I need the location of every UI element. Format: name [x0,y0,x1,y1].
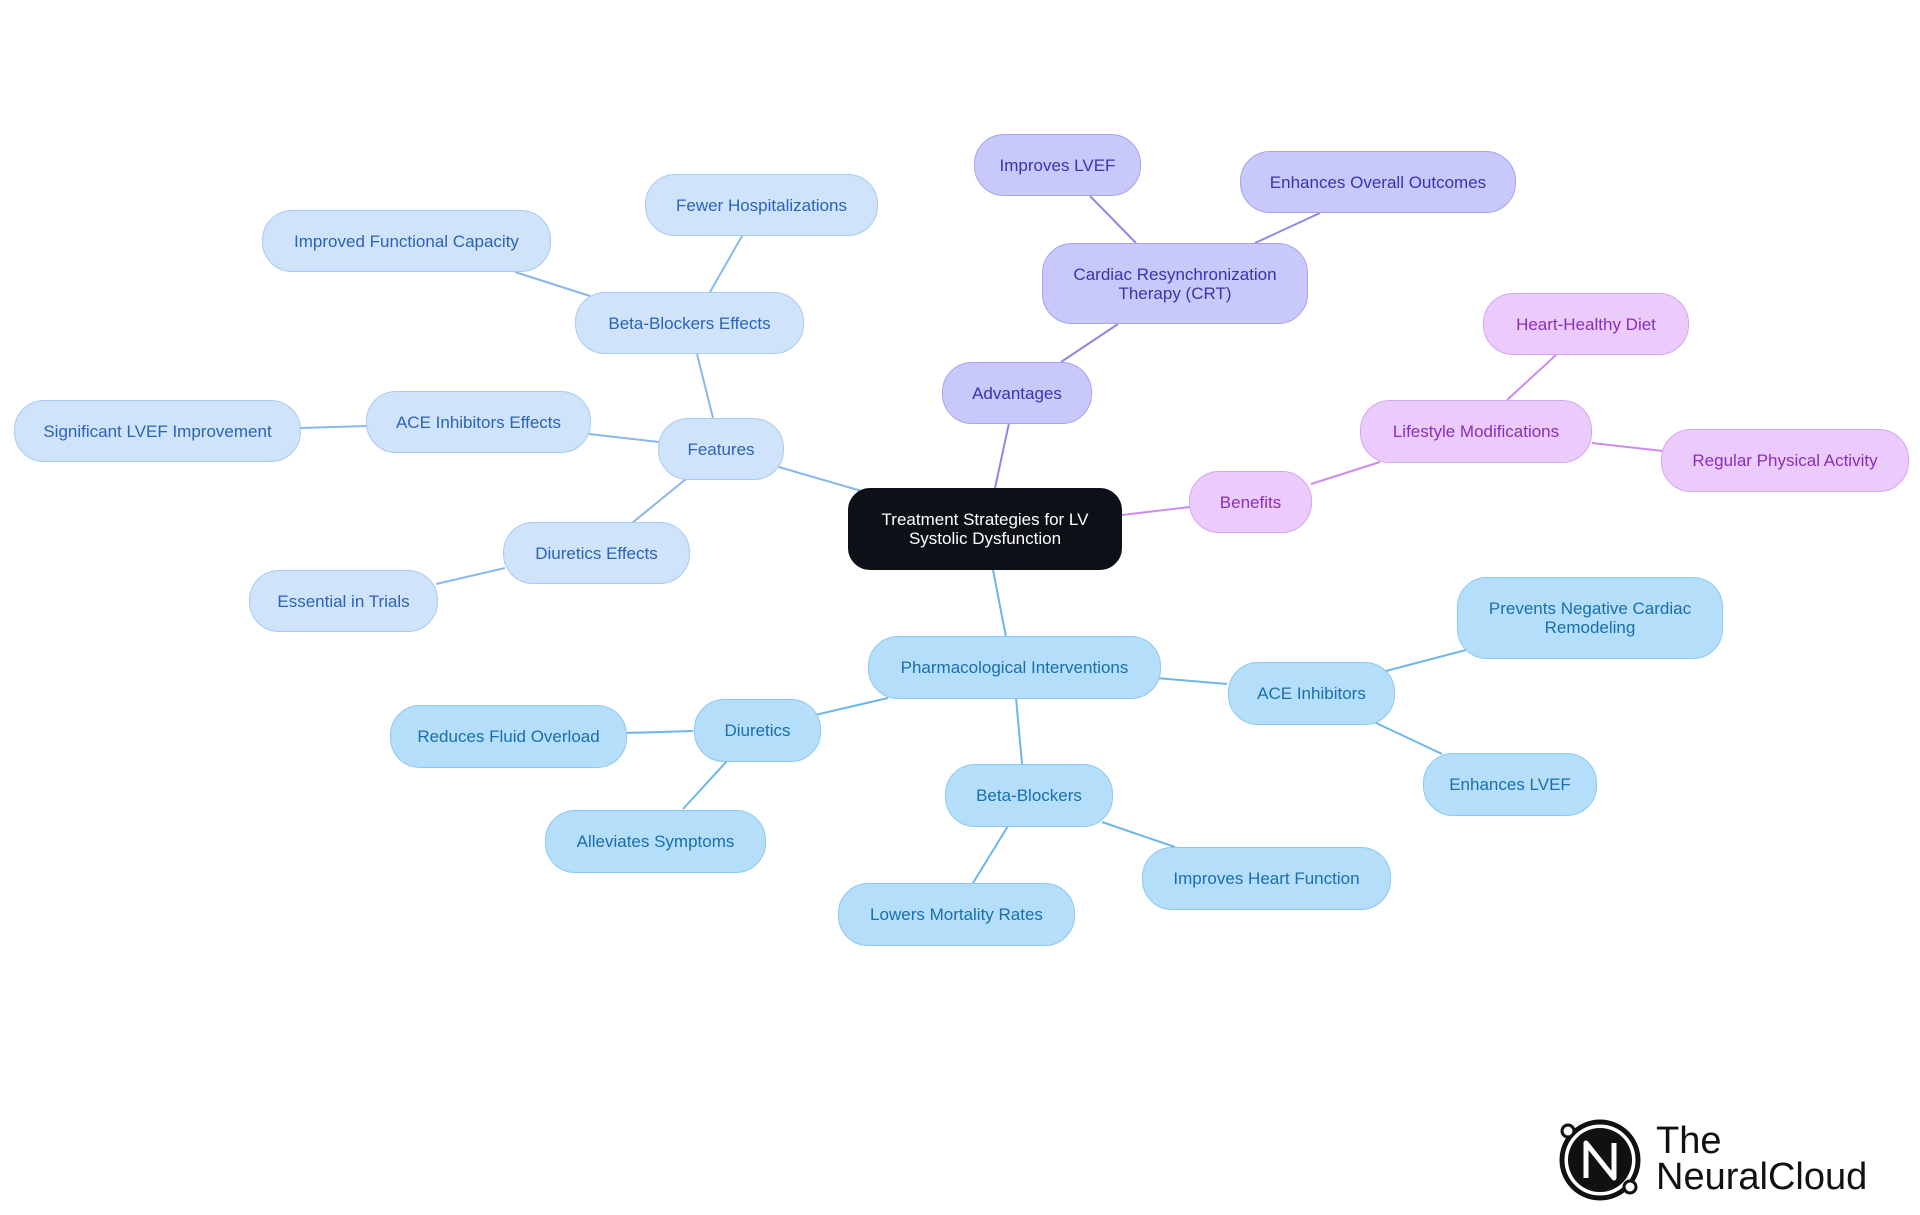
node-improves-heart-function-label: Improves Heart Function [1173,869,1360,888]
node-prevents-negative-cardiac-remodeling-label: Prevents Negative Cardiac Remodeling [1488,599,1692,637]
edge-lifestyle-diet [1506,354,1557,401]
node-heart-healthy-diet-label: Heart-Healthy Diet [1516,314,1656,334]
edge-crt-enhances-outcomes [1254,212,1321,244]
node-significant-lvef-improvement[interactable]: Significant LVEF Improvement [14,400,301,462]
node-fewer-hospitalizations[interactable]: Fewer Hospitalizations [645,174,878,236]
node-diuretics-label: Diuretics [724,721,791,740]
node-significant-lvef-improvement-label: Significant LVEF Improvement [43,421,272,441]
node-lowers-mortality-rates[interactable]: Lowers Mortality Rates [838,883,1075,946]
edge-beta-lowers-mortality [972,825,1009,884]
node-diuretics-effects[interactable]: Diuretics Effects [503,522,690,584]
node-fewer-hospitalizations-label: Fewer Hospitalizations [675,195,847,215]
node-lifestyle-modifications-label: Lifestyle Modifications [1392,422,1560,441]
edge-advantages-crt [1060,323,1119,363]
edge-beta-effects-improved-capacity [514,271,591,297]
edge-ace-effects-significant-lvef [299,425,368,429]
node-beta-blockers-effects-label: Beta-Blockers Effects [608,313,771,333]
edge-beta-improves-heart [1101,821,1176,848]
node-regular-physical-activity-label: Regular Physical Activity [1692,451,1878,470]
node-pharmacological-interventions[interactable]: Pharmacological Interventions [868,636,1161,699]
root-node-label: Treatment Strategies for LV Systolic Dys… [881,510,1089,548]
node-ace-inhibitors[interactable]: ACE Inhibitors [1228,662,1395,725]
edge-root-pharm [992,569,1007,638]
edge-features-beta-effects [696,353,714,419]
node-enhances-lvef[interactable]: Enhances LVEF [1423,753,1597,816]
node-ace-inhibitors-label: ACE Inhibitors [1257,684,1366,703]
edge-diuretics-reduces [624,730,694,734]
node-ace-inhibitors-effects[interactable]: ACE Inhibitors Effects [366,391,591,453]
node-lifestyle-modifications[interactable]: Lifestyle Modifications [1360,400,1592,463]
edge-root-advantages [994,422,1010,489]
edge-diuretics-effects-essential [435,567,506,585]
node-advantages-label: Advantages [972,383,1062,403]
neuralcloud-n-logo-icon [1559,1119,1641,1201]
logo-text-the: The [1656,1120,1722,1162]
node-features-label: Features [687,439,755,459]
node-enhances-lvef-label: Enhances LVEF [1449,775,1571,794]
node-advantages[interactable]: Advantages [942,362,1092,424]
node-benefits-label: Benefits [1219,492,1282,512]
node-diuretics[interactable]: Diuretics [694,699,821,762]
node-beta-blockers-label: Beta-Blockers [976,786,1082,805]
node-reduces-fluid-overload[interactable]: Reduces Fluid Overload [390,705,627,768]
node-lowers-mortality-rates-label: Lowers Mortality Rates [870,905,1043,924]
node-essential-in-trials-label: Essential in Trials [277,591,410,611]
edge-pharm-beta [1015,697,1023,765]
neuralcloud-logo: The NeuralCloud [1555,1115,1895,1205]
node-improves-heart-function[interactable]: Improves Heart Function [1142,847,1391,910]
node-beta-blockers-effects[interactable]: Beta-Blockers Effects [575,292,804,354]
edge-ace-enhances-lvef [1373,721,1443,755]
node-diuretics-effects-label: Diuretics Effects [535,543,658,563]
node-improved-functional-capacity[interactable]: Improved Functional Capacity [262,210,551,272]
node-features[interactable]: Features [658,418,784,480]
logo-text-neuralcloud: NeuralCloud [1656,1156,1868,1198]
edge-pharm-ace [1155,677,1228,685]
node-regular-physical-activity[interactable]: Regular Physical Activity [1661,429,1909,492]
node-alleviates-symptoms-label: Alleviates Symptoms [576,832,735,851]
node-enhances-overall-outcomes[interactable]: Enhances Overall Outcomes [1240,151,1516,213]
edge-diuretics-alleviates [682,760,728,810]
node-ace-inhibitors-effects-label: ACE Inhibitors Effects [395,412,562,432]
node-crt-label: Cardiac Resynchronization Therapy (CRT) [1073,264,1277,303]
node-pharmacological-interventions-label: Pharmacological Interventions [900,658,1129,677]
edge-benefits-lifestyle [1310,461,1381,485]
edge-pharm-diuretics [814,697,889,716]
edge-ace-prevents [1381,649,1467,673]
edge-lifestyle-activity [1591,442,1664,452]
node-beta-blockers[interactable]: Beta-Blockers [945,764,1113,827]
node-improves-lvef-label: Improves LVEF [999,155,1116,175]
edge-root-benefits [1121,506,1191,516]
node-heart-healthy-diet[interactable]: Heart-Healthy Diet [1483,293,1689,355]
edge-beta-effects-fewer-hosp [709,235,743,293]
edge-features-diuretics-effects [631,478,687,524]
node-essential-in-trials[interactable]: Essential in Trials [249,570,438,632]
node-improves-lvef[interactable]: Improves LVEF [974,134,1141,196]
root-node[interactable]: Treatment Strategies for LV Systolic Dys… [848,488,1122,570]
edge-crt-improves-lvef [1089,195,1137,244]
node-benefits[interactable]: Benefits [1189,471,1312,533]
node-alleviates-symptoms[interactable]: Alleviates Symptoms [545,810,766,873]
node-reduces-fluid-overload-label: Reduces Fluid Overload [417,727,600,746]
node-improved-functional-capacity-label: Improved Functional Capacity [294,231,519,251]
node-enhances-overall-outcomes-label: Enhances Overall Outcomes [1269,172,1487,192]
node-prevents-negative-cardiac-remodeling[interactable]: Prevents Negative Cardiac Remodeling [1457,577,1723,659]
node-crt[interactable]: Cardiac Resynchronization Therapy (CRT) [1042,243,1308,324]
edge-features-ace-effects [588,433,660,443]
